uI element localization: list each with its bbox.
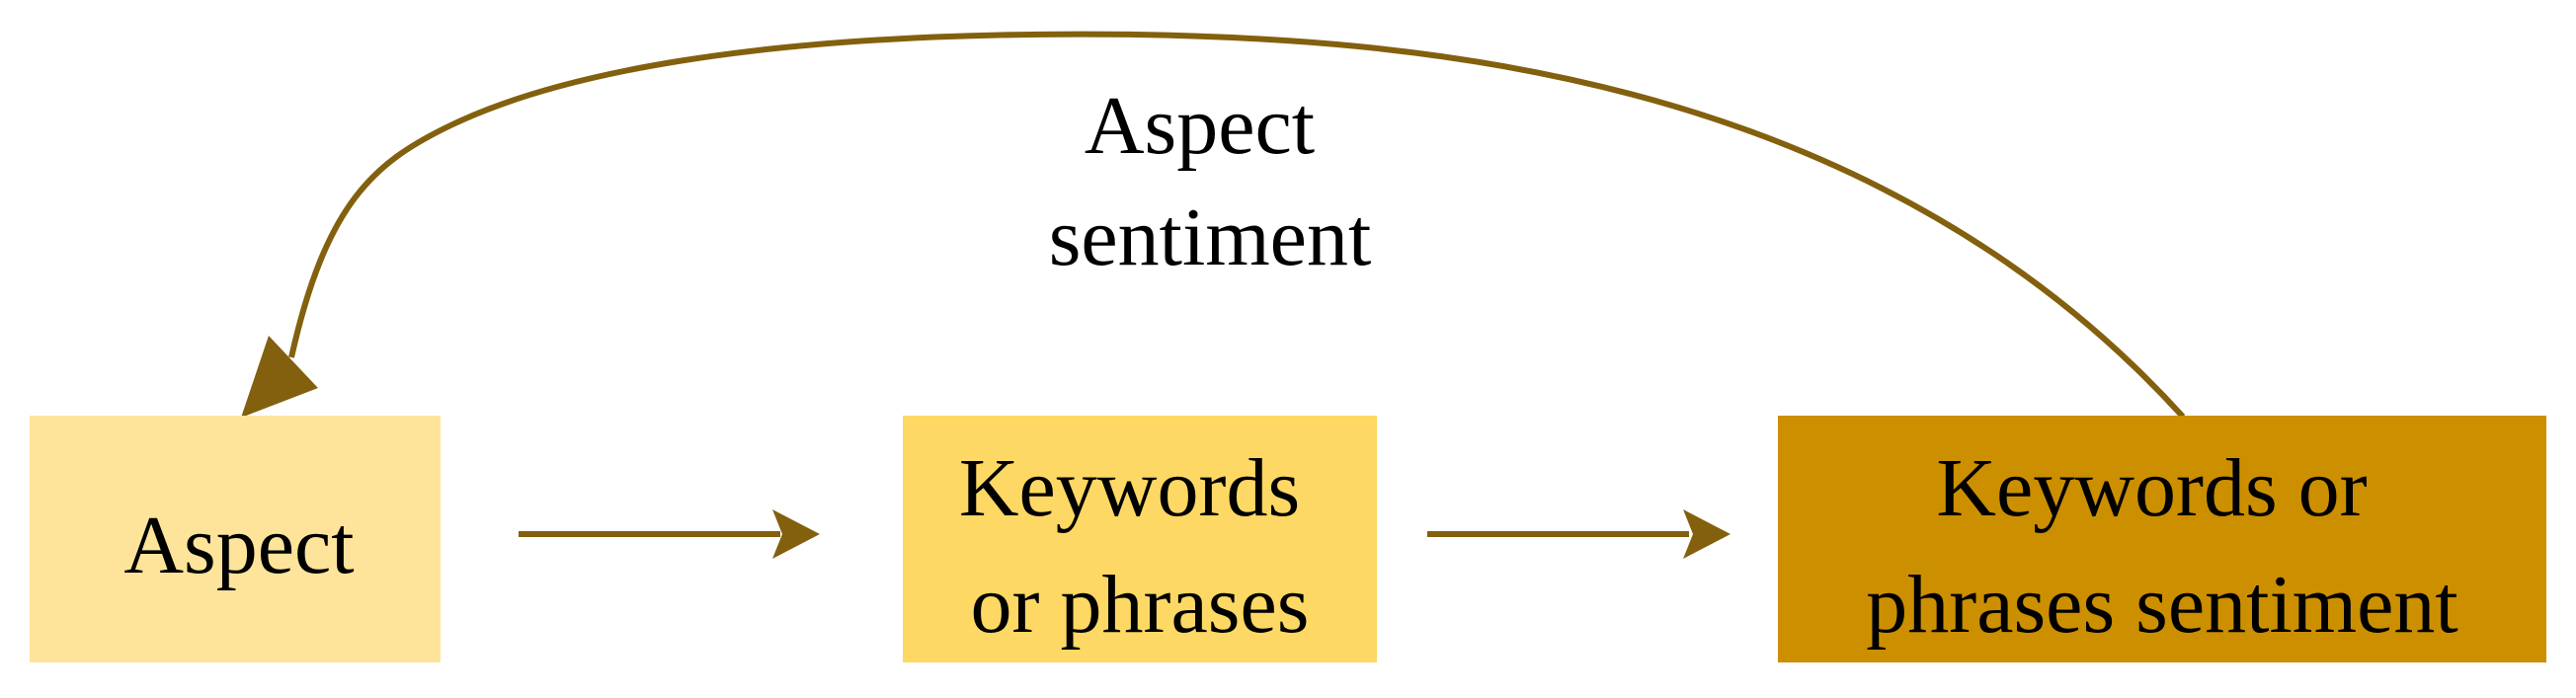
- node-aspect-line-1: Aspect: [123, 500, 354, 591]
- node-keywords: Keywords or phrases: [903, 416, 1377, 662]
- node-keywords-line-1: Keywords: [959, 442, 1300, 534]
- node-keywords-box: [903, 416, 1377, 662]
- node-sentiment: Keywords or phrases sentiment: [1778, 416, 2546, 662]
- node-sentiment-line-1: Keywords or: [1936, 442, 2367, 534]
- feedback-edge-label: Aspect sentiment: [1049, 80, 1372, 283]
- arrow-aspect-to-keywords-head: [772, 509, 820, 559]
- arrow-keywords-to-sentiment-head: [1683, 509, 1731, 559]
- node-sentiment-box: [1778, 416, 2546, 662]
- node-aspect-label: Aspect: [123, 500, 354, 591]
- node-sentiment-label: Keywords or phrases sentiment: [1866, 442, 2458, 651]
- feedback-arrowhead: [241, 336, 318, 418]
- node-keywords-label: Keywords or phrases: [959, 442, 1321, 651]
- node-sentiment-line-2: phrases sentiment: [1866, 559, 2458, 651]
- feedback-label-line-1: Aspect: [1085, 80, 1315, 172]
- feedback-label-line-2: sentiment: [1049, 192, 1372, 283]
- node-aspect-box: [30, 416, 441, 662]
- node-keywords-line-2: or phrases: [971, 559, 1310, 651]
- feedback-arrow-curve: [288, 31, 2186, 420]
- node-aspect: Aspect: [30, 416, 441, 662]
